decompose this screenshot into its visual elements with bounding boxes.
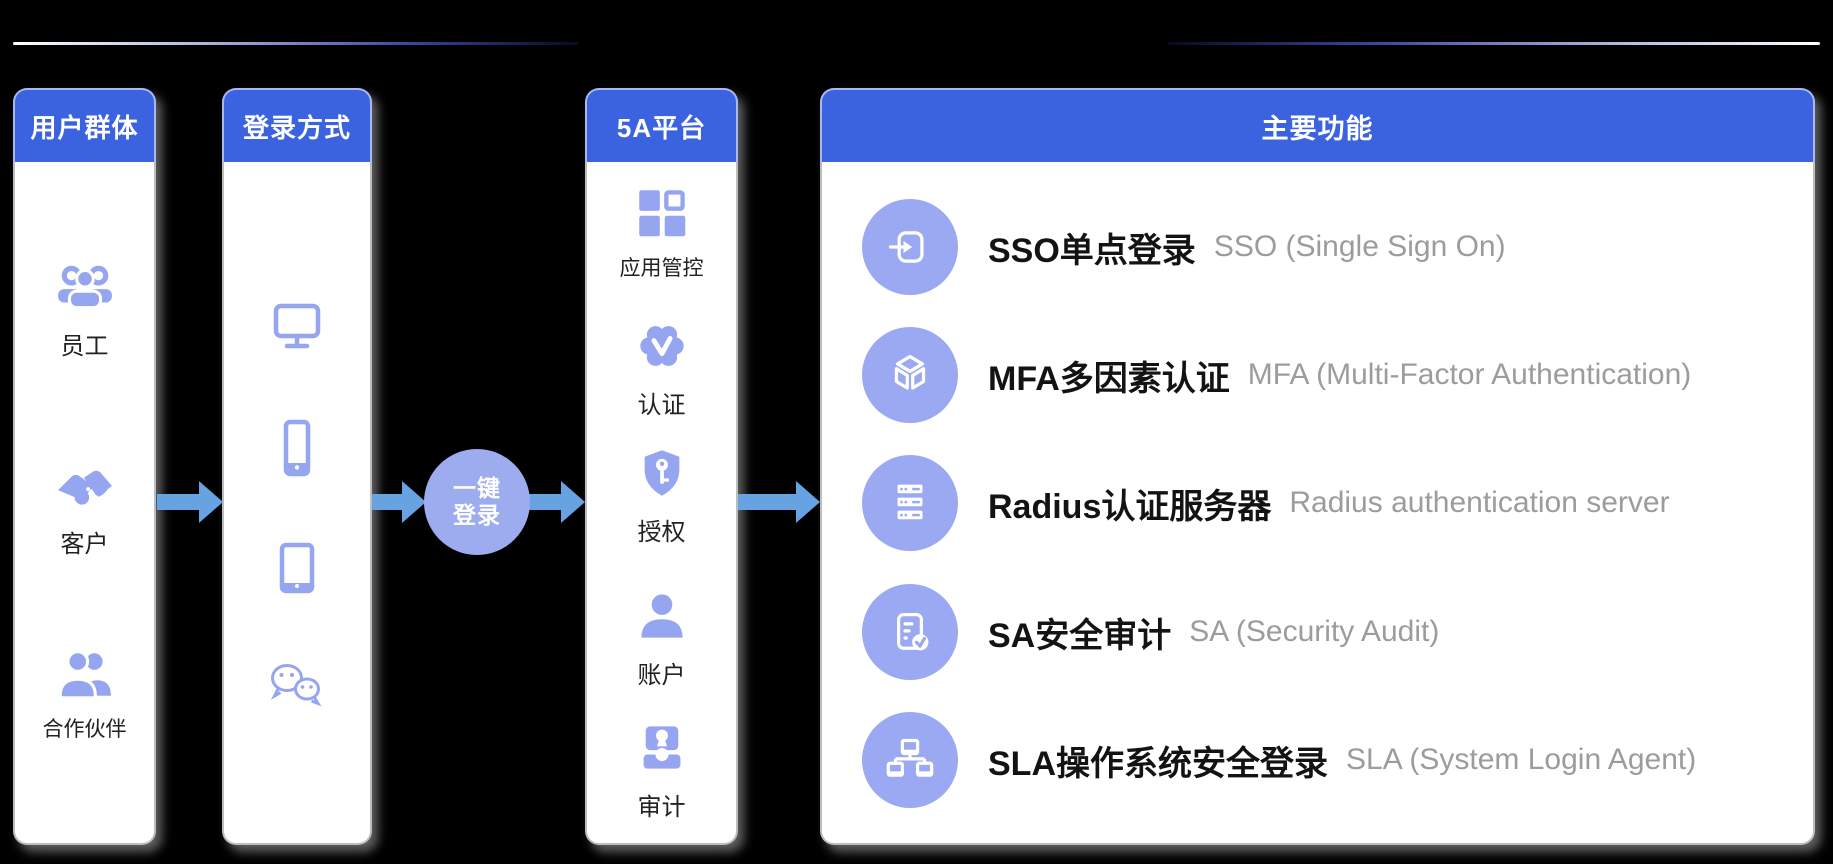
flow-arrow-3 xyxy=(528,481,585,523)
login-icon xyxy=(862,199,958,295)
feature-subtitle: SA (Security Audit) xyxy=(1189,615,1440,648)
feature-subtitle: MFA (Multi-Factor Authentication) xyxy=(1247,358,1692,391)
flow-arrow-4 xyxy=(738,481,820,523)
one-click-login-line1: 一键 xyxy=(453,475,501,501)
list-item: 员工 xyxy=(15,257,154,361)
list-item: 合作伙伴 xyxy=(15,644,154,743)
column-5a-platform: 5A平台 应用管控 xyxy=(585,88,738,845)
item-label: 应用管控 xyxy=(619,257,704,280)
column-body-login-methods xyxy=(222,162,372,845)
doc-check-icon xyxy=(862,584,958,680)
shield-key-icon xyxy=(587,443,736,503)
smartphone-icon xyxy=(224,418,370,478)
column-login-methods: 登录方式 xyxy=(222,88,372,845)
main-features-panel: 主要功能 SSO单点登录 SSO (Single Sign On) xyxy=(820,88,1815,845)
feature-subtitle: SSO (Single Sign On) xyxy=(1213,230,1506,263)
partners-icon xyxy=(15,644,154,704)
monitor-icon xyxy=(224,297,370,357)
wechat-icon xyxy=(224,654,370,714)
user-icon xyxy=(587,586,736,646)
stamp-icon xyxy=(587,718,736,778)
flow-arrow-1 xyxy=(157,481,223,523)
feature-title: MFA多因素认证 xyxy=(988,359,1230,398)
column-body-user-groups: 员工 客户 xyxy=(13,162,156,845)
feature-row-mfa: MFA多因素认证 MFA (Multi-Factor Authenticatio… xyxy=(862,327,1797,423)
one-click-login-badge: 一键 登录 xyxy=(424,449,530,555)
flow-arrow-2 xyxy=(372,481,426,523)
list-item: 应用管控 xyxy=(587,183,736,282)
list-item xyxy=(224,654,370,714)
item-label: 授权 xyxy=(637,519,686,546)
panel-header: 主要功能 xyxy=(820,88,1815,162)
column-user-groups: 用户群体 员工 xyxy=(13,88,156,845)
feature-title: SSO单点登录 xyxy=(988,231,1196,270)
column-body-5a-platform: 应用管控 认证 xyxy=(585,162,738,845)
employees-icon xyxy=(15,257,154,317)
list-item: 客户 xyxy=(15,455,154,559)
feature-title: SA安全审计 xyxy=(988,616,1172,655)
list-item xyxy=(224,297,370,357)
list-item xyxy=(224,538,370,598)
list-item xyxy=(224,418,370,478)
feature-row-radius: Radius认证服务器 Radius authentication server xyxy=(862,455,1797,551)
decor-line-right xyxy=(1168,42,1820,45)
cube-icon xyxy=(862,327,958,423)
column-header-user-groups: 用户群体 xyxy=(13,88,156,162)
app-grid-icon xyxy=(587,183,736,243)
feature-subtitle: SLA (System Login Agent) xyxy=(1346,743,1697,776)
list-item: 账户 xyxy=(587,586,736,690)
column-header-login-methods: 登录方式 xyxy=(222,88,372,162)
badge-check-icon xyxy=(587,316,736,376)
decor-line-left xyxy=(13,42,579,45)
feature-row-sso: SSO单点登录 SSO (Single Sign On) xyxy=(862,199,1797,295)
item-label: 合作伙伴 xyxy=(42,718,127,741)
tablet-icon xyxy=(224,538,370,598)
network-icon xyxy=(862,712,958,808)
feature-row-sa: SA安全审计 SA (Security Audit) xyxy=(862,584,1797,680)
item-label: 账户 xyxy=(637,662,686,689)
item-label: 认证 xyxy=(637,392,686,419)
feature-title: SLA操作系统安全登录 xyxy=(988,744,1328,783)
feature-row-sla: SLA操作系统安全登录 SLA (System Login Agent) xyxy=(862,712,1797,808)
list-item: 授权 xyxy=(587,443,736,547)
list-item: 认证 xyxy=(587,316,736,420)
item-label: 审计 xyxy=(637,794,686,821)
item-label: 员工 xyxy=(60,333,109,360)
item-label: 客户 xyxy=(60,531,109,558)
panel-body: SSO单点登录 SSO (Single Sign On) MFA多因素认证 MF… xyxy=(820,162,1815,845)
handshake-icon xyxy=(15,455,154,515)
server-icon xyxy=(862,455,958,551)
feature-subtitle: Radius authentication server xyxy=(1289,486,1670,519)
column-header-5a-platform: 5A平台 xyxy=(585,88,738,162)
feature-title: Radius认证服务器 xyxy=(988,487,1272,526)
list-item: 审计 xyxy=(587,718,736,822)
one-click-login-line2: 登录 xyxy=(453,502,501,528)
